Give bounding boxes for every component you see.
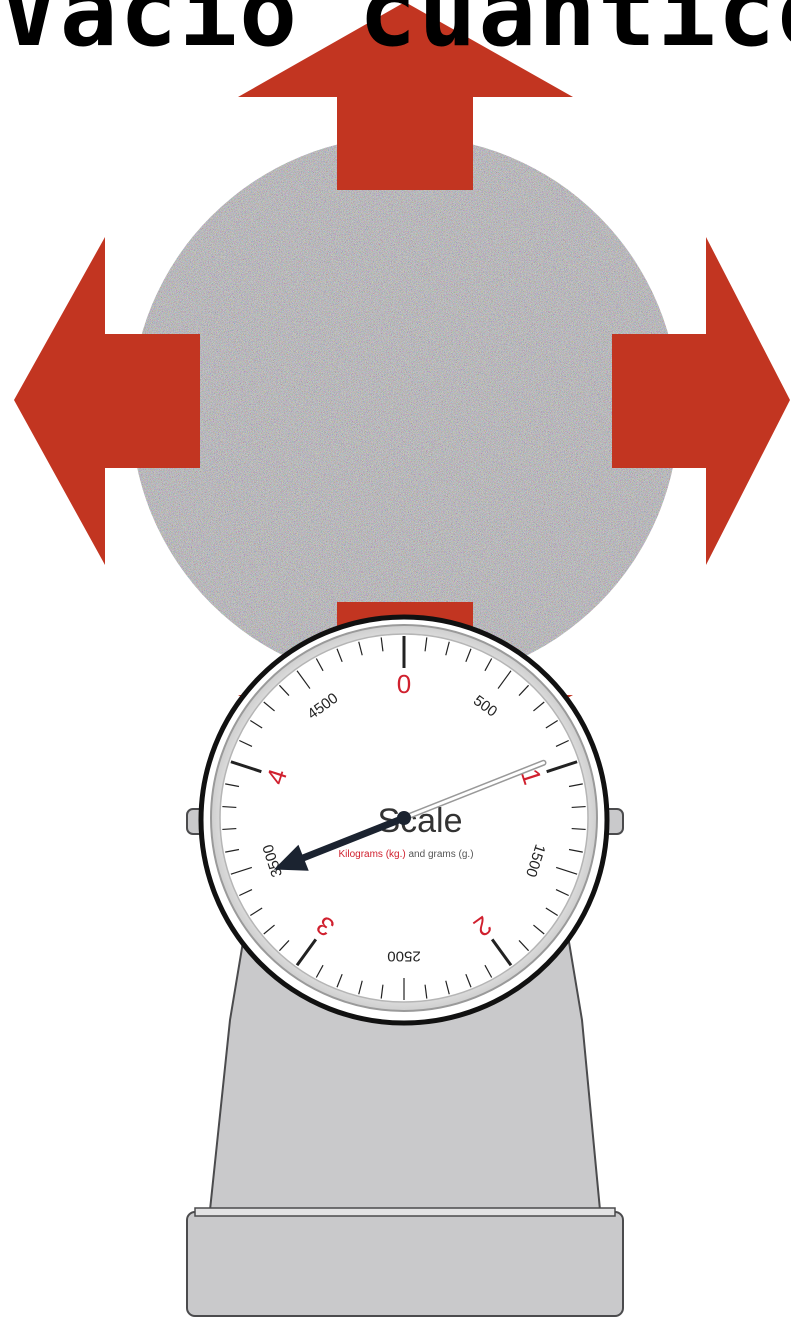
dial-units-g: and grams (g.): [406, 849, 474, 860]
slide-title: Vacío cuántico?: [0, 0, 791, 68]
dial-gram-label: 2500: [387, 948, 420, 965]
dial-units-kg: Kilograms (kg.): [338, 849, 405, 860]
dial-kg-label: 0: [397, 669, 411, 699]
dial-units: Kilograms (kg.) and grams (g.): [338, 849, 473, 860]
dial-pivot: [397, 811, 411, 825]
scale-base: [187, 1212, 623, 1316]
